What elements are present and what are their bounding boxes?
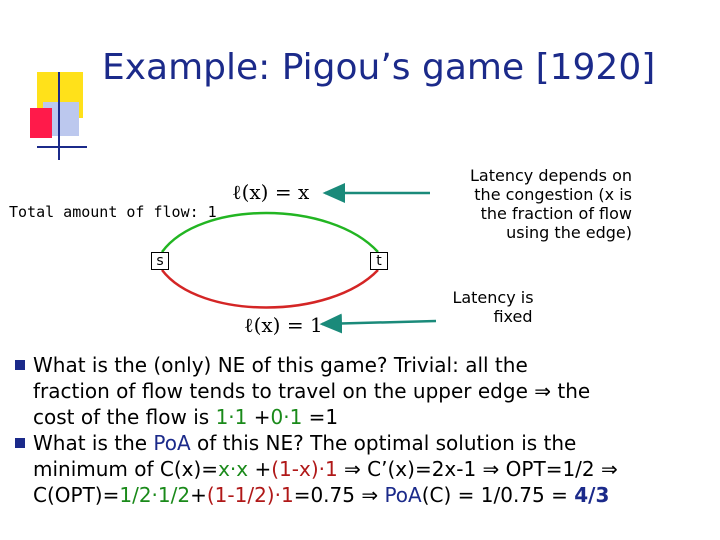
text: 0·1 bbox=[270, 405, 303, 429]
decor-red-square bbox=[30, 108, 52, 138]
text: x·x bbox=[218, 457, 249, 481]
bullet-square-icon bbox=[15, 360, 25, 370]
lower-edge bbox=[161, 269, 379, 309]
text: + bbox=[190, 483, 207, 507]
bullet-poa: What is the PoA of this NE? The optimal … bbox=[15, 430, 715, 508]
decor-horizontal-line bbox=[37, 146, 87, 148]
lower-arrow bbox=[319, 313, 437, 334]
text: C(OPT)= bbox=[33, 483, 120, 507]
bullet-square-icon bbox=[15, 438, 25, 448]
text: (C) = 1/0.75 = bbox=[421, 483, 575, 507]
text: + bbox=[248, 457, 272, 481]
text: ⇒ C’(x)=2x-1 ⇒ OPT=1/2 ⇒ bbox=[337, 457, 618, 481]
text: PoA bbox=[384, 483, 422, 507]
bullet-ne: What is the (only) NE of this game? Triv… bbox=[15, 352, 715, 430]
text: (1-x)·1 bbox=[271, 457, 338, 481]
text: 4/3 bbox=[574, 483, 610, 507]
note-line: the congestion (x is bbox=[474, 185, 632, 204]
upper-latency-note: Latency depends on the congestion (x is … bbox=[408, 166, 632, 242]
node-s: s bbox=[151, 252, 169, 270]
upper-latency-formula: ℓ(x) = x bbox=[232, 180, 310, 204]
text: 1·1 bbox=[215, 405, 248, 429]
text: minimum of C(x)= bbox=[33, 457, 219, 481]
note-line: Latency depends on bbox=[470, 166, 632, 185]
decor-vertical-line bbox=[58, 72, 60, 160]
text: + bbox=[247, 405, 271, 429]
lower-latency-formula: ℓ(x) = 1 bbox=[244, 313, 323, 337]
bullet-line: minimum of C(x)=x·x +(1-x)·1 ⇒ C’(x)=2x-… bbox=[33, 456, 715, 482]
bullet-line: What is the PoA of this NE? The optimal … bbox=[33, 430, 715, 456]
flow-amount-label: Total amount of flow: 1 bbox=[9, 203, 217, 221]
bullet-line: cost of the flow is 1·1 +0·1 =1 bbox=[33, 404, 715, 430]
text: cost of the flow is bbox=[33, 405, 216, 429]
note-line: Latency is bbox=[452, 288, 534, 307]
text: PoA bbox=[153, 431, 191, 455]
text: of this NE? The optimal solution is the bbox=[190, 431, 577, 455]
bullet-line: fraction of flow tends to travel on the … bbox=[33, 379, 591, 403]
bullet-list: What is the (only) NE of this game? Triv… bbox=[15, 352, 715, 508]
bullet-line: What is the (only) NE of this game? Triv… bbox=[33, 353, 528, 377]
text: What is the bbox=[33, 431, 154, 455]
text: (1-1/2)·1 bbox=[206, 483, 294, 507]
bullet-line: C(OPT)=1/2·1/2+(1-1/2)·1=0.75 ⇒ PoA(C) =… bbox=[33, 482, 715, 508]
note-line: using the edge) bbox=[506, 223, 632, 242]
slide-title: Example: Pigou’s game [1920] bbox=[102, 47, 656, 88]
upper-edge bbox=[160, 211, 379, 253]
text: 1/2·1/2 bbox=[119, 483, 191, 507]
text: =0.75 ⇒ bbox=[293, 483, 385, 507]
lower-latency-note: Latency is fixed bbox=[434, 288, 552, 326]
node-t: t bbox=[370, 252, 388, 270]
note-line: the fraction of flow bbox=[480, 204, 632, 223]
note-line: fixed bbox=[493, 307, 533, 326]
text: =1 bbox=[302, 405, 339, 429]
